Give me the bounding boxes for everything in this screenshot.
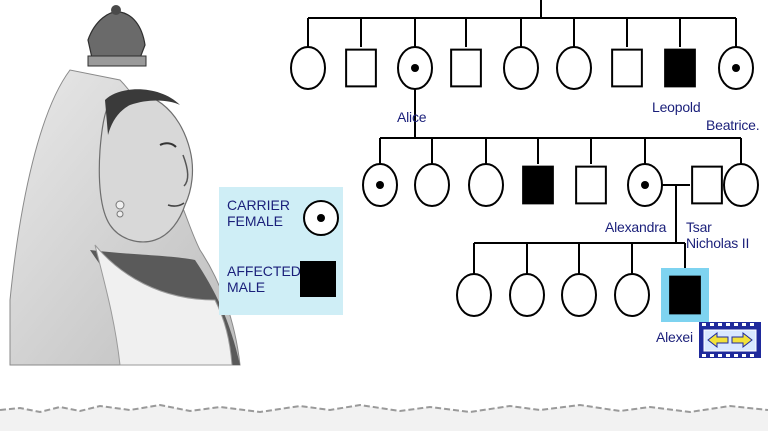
gen3-individual-0-carrier-dot: [376, 181, 384, 189]
left-right-arrows-icon: [699, 322, 761, 357]
label-alice: Alice: [397, 109, 427, 125]
legend-affected-symbol: [300, 261, 336, 297]
gen2-individual-0-female-symbol: [290, 46, 326, 90]
gen2-individual-7-affected-male-symbol: [664, 48, 696, 88]
gen3-individual-7-female-symbol: [723, 163, 759, 207]
gen4-individual-4-affected-male-symbol: [669, 275, 701, 315]
gen3-individual-6-male-symbol: [691, 165, 723, 205]
legend-carrier-label: CARRIER FEMALE: [227, 197, 291, 229]
gen2-individual-3-male-symbol: [450, 48, 482, 88]
legend-affected-label: AFFECTED MALE: [227, 263, 301, 295]
nav-arrows-button[interactable]: [699, 322, 761, 358]
gen2-individual-4-female-symbol: [503, 46, 539, 90]
gen3-individual-4-male-symbol: [575, 165, 607, 205]
gen3-individual-1-female-symbol: [414, 163, 450, 207]
gen3-individual-5-carrier-dot: [641, 181, 649, 189]
queen-victoria-portrait: [9, 5, 241, 366]
gen2-individual-1-male-symbol: [345, 48, 377, 88]
gen3-individual-3-affected-male-symbol: [522, 165, 554, 205]
gen4-individual-1-female-symbol: [509, 273, 545, 317]
gen4-individual-3-female-symbol: [614, 273, 650, 317]
label-tsar-nicholas: Tsar Nicholas II: [686, 219, 750, 251]
gen4-individual-0-female-symbol: [456, 273, 492, 317]
label-alexei: Alexei: [656, 329, 693, 345]
label-leopold: Leopold: [652, 99, 701, 115]
torn-paper-edge: [0, 403, 768, 431]
label-beatrice: Beatrice.: [706, 117, 760, 133]
label-alexandra: Alexandra: [605, 219, 667, 235]
gen2-individual-6-male-symbol: [611, 48, 643, 88]
gen3-individual-2-female-symbol: [468, 163, 504, 207]
gen4-individual-2-female-symbol: [561, 273, 597, 317]
gen2-individual-5-female-symbol: [556, 46, 592, 90]
legend-panel: CARRIER FEMALE AFFECTED MALE: [219, 187, 343, 315]
gen2-individual-2-carrier-dot: [411, 64, 419, 72]
gen2-individual-8-carrier-dot: [732, 64, 740, 72]
legend-carrier-symbol: [303, 200, 339, 236]
